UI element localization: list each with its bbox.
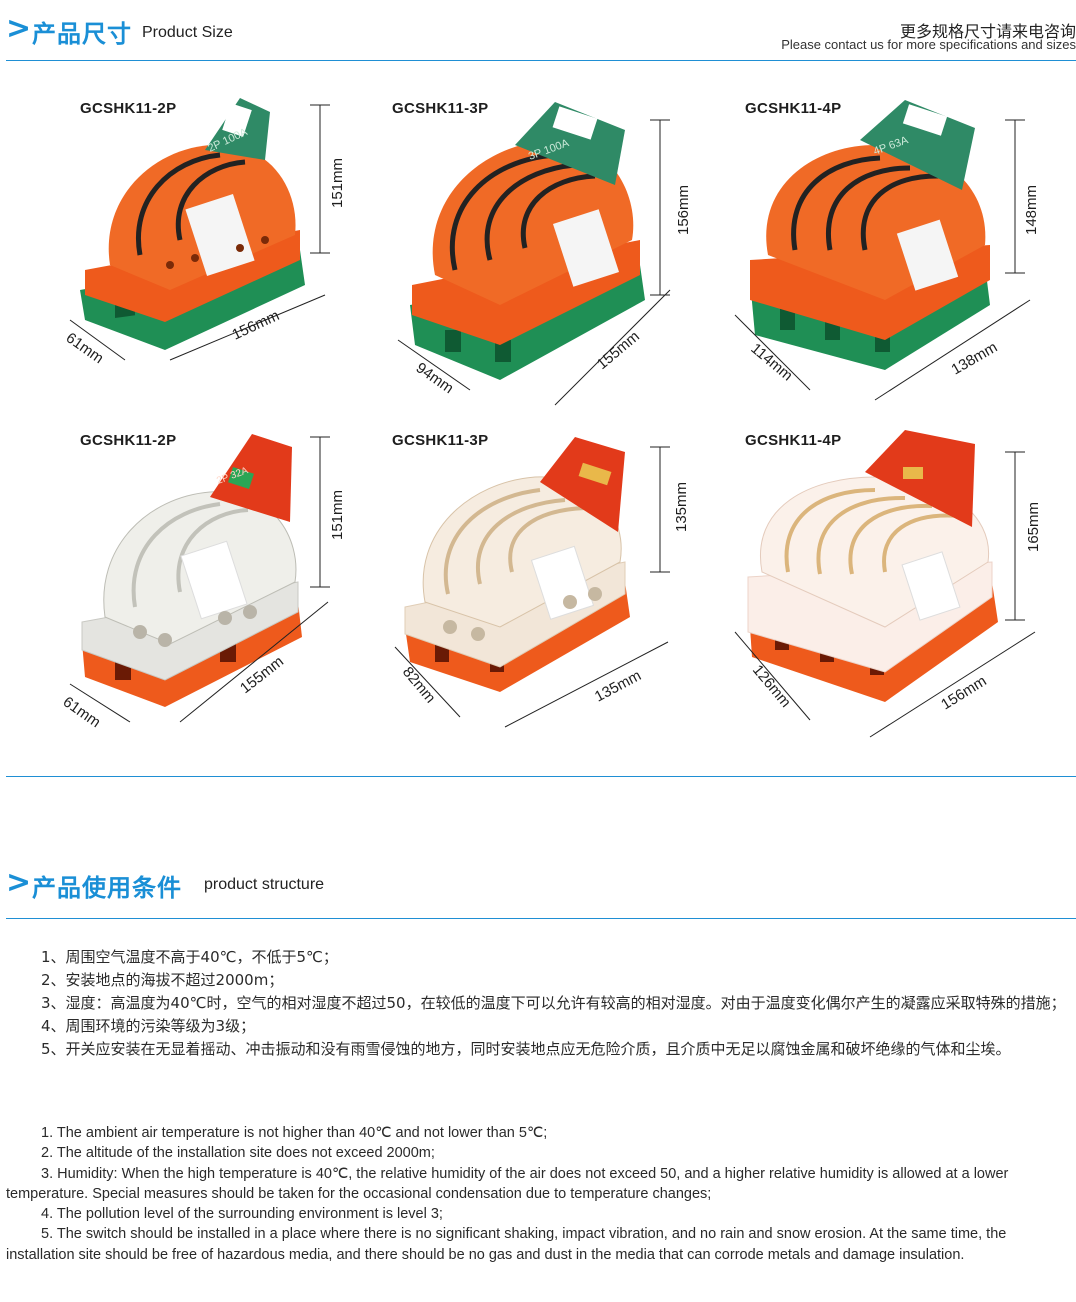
conditions-en: 1. The ambient air temperature is not hi… — [6, 1123, 1074, 1265]
condition-cn-1: 1、周围空气温度不高于40℃，不低于5℃； — [41, 948, 338, 966]
section-divider — [6, 918, 1076, 919]
condition-en-2: 2. The altitude of the installation site… — [41, 1145, 435, 1162]
condition-cn-5: 5、开关应安装在无显着摇动、冲击振动和没有雨雪侵蚀的地方，同时安装地点应无危险介… — [41, 1040, 1011, 1058]
height-dim: 148mm — [1023, 185, 1040, 235]
product-card-4: GCSHK11-2P 2P 32A 151mm 61mm 155mm — [30, 422, 370, 752]
height-dim: 135mm — [673, 482, 690, 532]
condition-en-3: 3. Humidity: When the high temperature i… — [6, 1165, 1009, 1202]
section-header-product-size: > 产品尺寸 Product Size 更多规格尺寸请来电咨询 Please c… — [0, 0, 1076, 62]
width-dim: 156mm — [938, 672, 989, 713]
switch-diagram: 2P 32A 151mm 61mm 155mm — [60, 434, 346, 731]
product-model: GCSHK11-4P — [745, 432, 842, 449]
width-dim: 155mm — [594, 328, 643, 373]
switch-diagram: 4P 63A 148mm 114mm 138mm — [734, 100, 1040, 401]
section-title-en: Product Size — [142, 24, 233, 41]
section-header-conditions: > 产品使用条件 product structure — [0, 862, 1076, 922]
product-card-3: GCSHK11-4P 4P 63A 148mm 114mm 138mm — [700, 90, 1040, 420]
products-bottom-divider — [6, 776, 1076, 777]
height-dim: 151mm — [329, 158, 346, 208]
condition-en-5: 5. The switch should be installed in a p… — [6, 1226, 1007, 1263]
condition-en-4: 4. The pollution level of the surroundin… — [41, 1206, 443, 1223]
condition-en-1: 1. The ambient air temperature is not hi… — [41, 1125, 548, 1141]
depth-dim: 114mm — [747, 340, 795, 384]
section-divider — [6, 60, 1076, 61]
height-dim: 156mm — [675, 185, 692, 235]
condition-cn-2: 2、安装地点的海拔不超过2000m； — [41, 971, 284, 989]
section-title-cn: 产品尺寸 — [32, 20, 132, 48]
product-model: GCSHK11-2P — [80, 432, 177, 449]
condition-cn-4: 4、周围环境的污染等级为3级； — [41, 1017, 256, 1035]
depth-dim: 126mm — [749, 662, 794, 711]
condition-cn-3: 3、湿度：高温度为40℃时，空气的相对湿度不超过50，在较低的温度下可以允许有较… — [41, 994, 1066, 1012]
product-model: GCSHK11-3P — [392, 432, 489, 449]
product-card-1: GCSHK11-2P 2P 100A 151mm 61mm 156mm — [30, 90, 370, 420]
depth-dim: 82mm — [399, 664, 439, 707]
chevron-right-icon: > — [6, 11, 32, 46]
product-model: GCSHK11-2P — [80, 100, 177, 117]
switch-diagram: 3P 100A 156mm 94mm 155mm — [397, 102, 692, 406]
width-dim: 138mm — [949, 339, 1001, 379]
switch-diagram: 135mm 82mm 135mm — [394, 437, 690, 728]
chevron-right-icon: > — [6, 865, 32, 900]
product-card-2: GCSHK11-3P 3P 100A 156mm 94mm 155mm — [340, 90, 692, 420]
product-model: GCSHK11-3P — [392, 100, 489, 117]
contact-note-en: Please contact us for more specification… — [781, 37, 1076, 52]
product-card-5: GCSHK11-3P 135mm 82mm 135mm — [340, 422, 690, 752]
product-card-6: GCSHK11-4P 165mm 126mm 156mm — [700, 422, 1042, 752]
depth-dim: 61mm — [63, 329, 107, 367]
height-dim: 165mm — [1025, 502, 1042, 552]
width-dim: 135mm — [592, 667, 644, 705]
section-title-cn: 产品使用条件 — [32, 874, 182, 902]
conditions-cn: 1、周围空气温度不高于40℃，不低于5℃； 2、安装地点的海拔不超过2000m；… — [6, 946, 1074, 1061]
section-title-en: product structure — [204, 876, 325, 893]
switch-diagram: 2P 100A 151mm 61mm 156mm — [63, 98, 346, 367]
height-dim: 151mm — [329, 490, 346, 540]
switch-diagram: 165mm 126mm 156mm — [734, 430, 1042, 738]
contact-note-cn: 更多规格尺寸请来电咨询 — [899, 22, 1076, 41]
depth-dim: 61mm — [60, 693, 104, 731]
product-model: GCSHK11-4P — [745, 100, 842, 117]
